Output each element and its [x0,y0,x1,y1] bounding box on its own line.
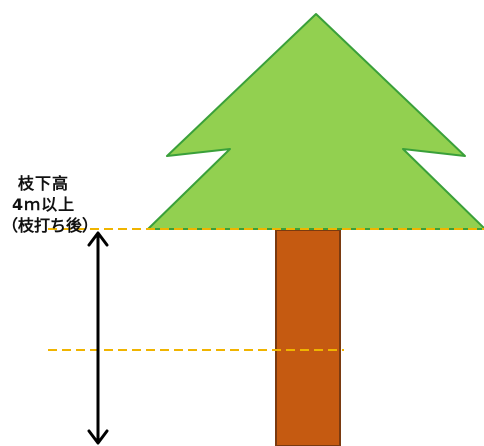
clear-bole-height-label: 枝下高 4ｍ以上 （枝打ち後） [2,173,147,236]
label-line-2: 4ｍ以上 [12,195,76,214]
arrowhead-top [87,231,109,247]
label-line-1: 枝下高 [18,174,70,193]
tree-trunk [275,229,341,446]
label-line-3: （枝打ち後） [2,216,99,235]
height-arrow [87,231,109,445]
tree-crown [147,13,484,230]
arrowhead-bottom [87,429,109,445]
